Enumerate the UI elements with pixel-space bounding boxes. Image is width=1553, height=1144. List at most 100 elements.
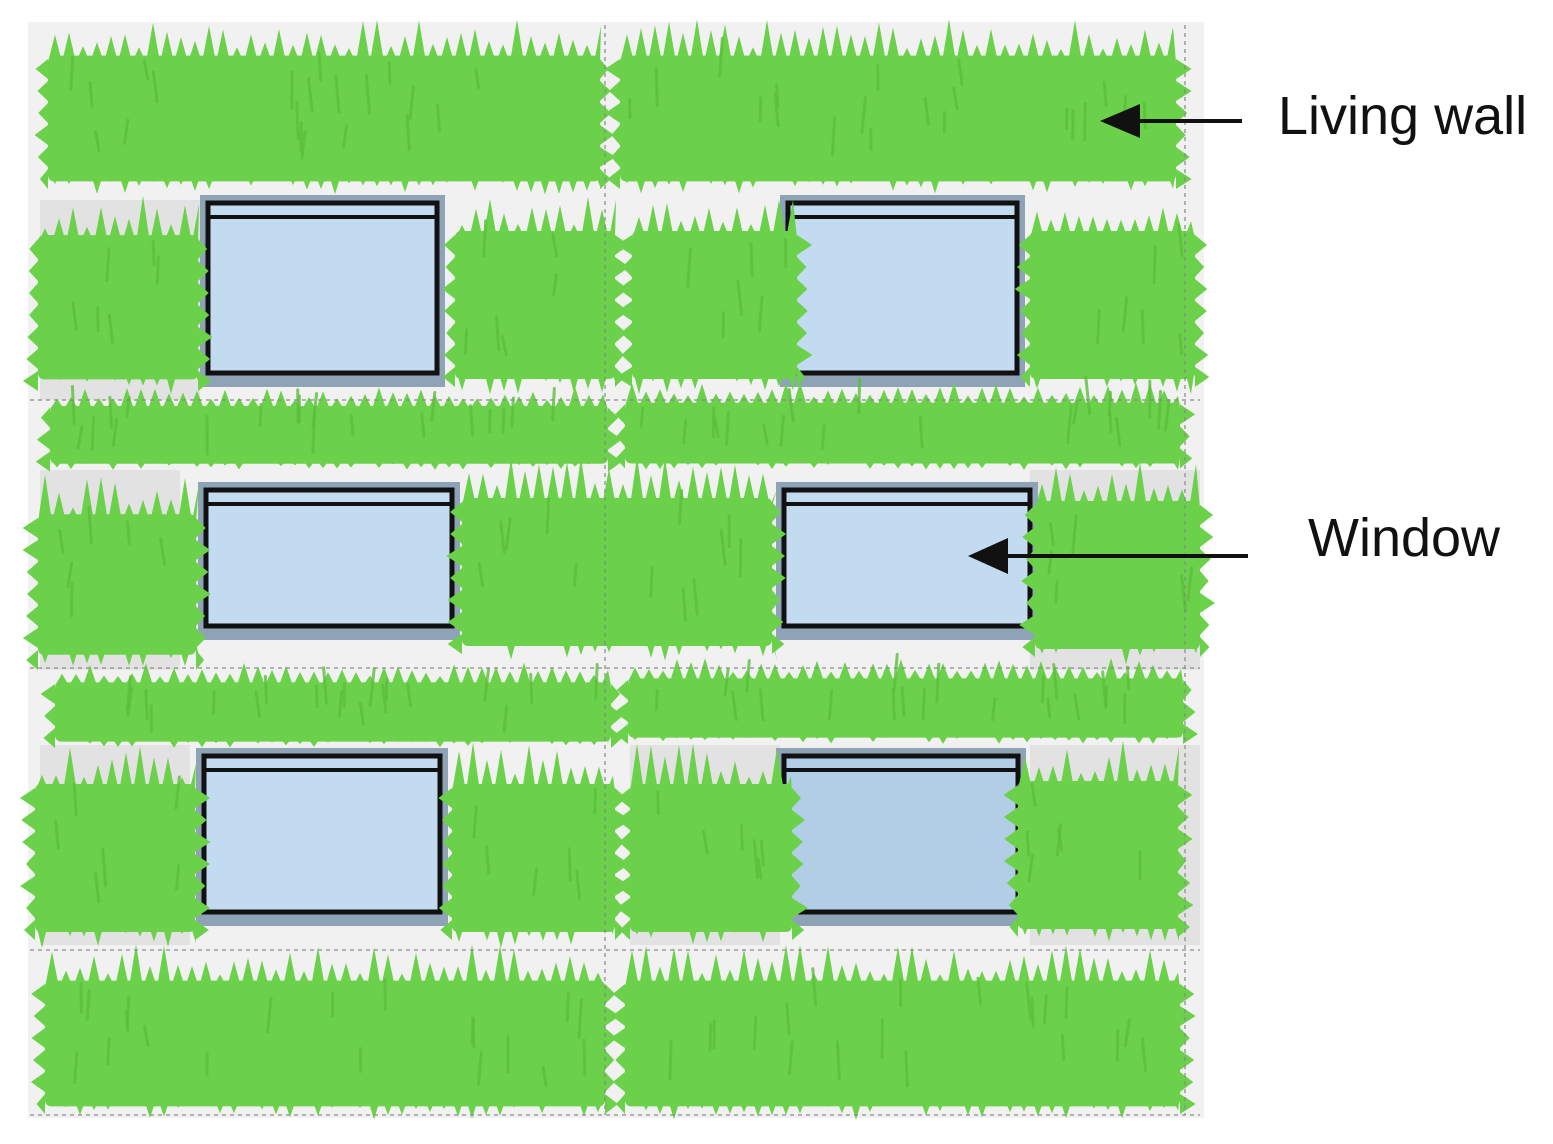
foliage-side xyxy=(617,301,632,321)
foliage-top xyxy=(630,743,792,792)
foliage-side xyxy=(620,323,632,343)
grass-blade xyxy=(485,845,491,875)
grass-blade xyxy=(1073,693,1081,721)
foliage-side xyxy=(1176,169,1192,189)
foliage-side xyxy=(797,257,807,277)
foliage-bottom xyxy=(462,634,777,661)
foliage-side xyxy=(1020,301,1030,321)
foliage-body xyxy=(628,678,1183,738)
foliage-top xyxy=(625,944,1180,988)
foliage-side xyxy=(198,349,211,369)
foliage-side xyxy=(24,920,35,940)
grass-blade xyxy=(317,51,323,82)
foliage-body xyxy=(55,682,611,742)
grass-blade xyxy=(155,255,160,285)
grass-blade xyxy=(349,413,355,436)
grass-blade xyxy=(686,247,692,288)
grass-blade xyxy=(681,587,688,622)
window xyxy=(196,748,448,926)
window xyxy=(200,195,445,387)
grass-blade xyxy=(125,675,133,711)
foliage-side xyxy=(438,788,452,808)
living-wall-foliage xyxy=(20,19,1216,1120)
foliage-side xyxy=(1018,235,1030,255)
grass-blade xyxy=(504,516,512,551)
foliage-side xyxy=(26,898,35,918)
foliage-side xyxy=(36,1094,45,1114)
foliage-block xyxy=(616,743,808,945)
foliage-top xyxy=(620,19,1176,63)
grass-blade xyxy=(957,58,964,86)
grass-blade xyxy=(69,582,74,618)
grass-blade xyxy=(572,562,578,588)
foliage-top xyxy=(455,196,616,239)
foliage-side xyxy=(26,854,35,874)
grass-blade xyxy=(1163,398,1171,432)
grass-blade xyxy=(1042,994,1048,1025)
foliage-bottom xyxy=(48,171,601,195)
grass-blade xyxy=(85,989,91,1021)
grass-blade xyxy=(1140,309,1145,344)
foliage-top xyxy=(35,746,196,792)
foliage-block xyxy=(616,199,813,394)
foliage-side xyxy=(195,788,211,808)
foliage-side xyxy=(198,283,209,303)
foliage-side xyxy=(1200,615,1210,635)
foliage-side xyxy=(792,788,801,808)
foliage-side xyxy=(797,345,813,365)
foliage-top xyxy=(632,199,797,239)
foliage-side xyxy=(772,612,784,632)
foliage-side xyxy=(792,898,808,918)
foliage-side xyxy=(604,59,620,79)
foliage-side xyxy=(1009,917,1018,937)
foliage-side xyxy=(1008,895,1018,915)
grass-blade xyxy=(483,667,491,702)
foliage-side xyxy=(610,1028,625,1048)
foliage-side xyxy=(616,876,630,896)
foliage-side xyxy=(1180,1006,1196,1026)
foliage-body xyxy=(1035,501,1200,649)
foliage-side xyxy=(196,584,211,604)
foliage-side xyxy=(196,650,205,670)
grass-blade xyxy=(1072,400,1079,425)
grass-blade xyxy=(58,528,65,554)
foliage-side xyxy=(31,1028,45,1048)
grass-blade xyxy=(1186,566,1194,602)
foliage-block xyxy=(438,742,631,948)
foliage-side xyxy=(1200,637,1210,657)
grass-blade xyxy=(827,689,834,721)
grass-blade xyxy=(54,820,60,850)
foliage-side xyxy=(25,606,38,626)
grass-blade xyxy=(142,1025,150,1047)
foliage-side xyxy=(195,920,209,940)
grass-blade xyxy=(1066,404,1073,445)
window xyxy=(780,195,1025,387)
grass-blade xyxy=(311,392,319,429)
grass-blade xyxy=(314,684,319,709)
grass-blade xyxy=(254,690,261,719)
foliage-side xyxy=(198,327,213,347)
foliage-side xyxy=(442,854,452,874)
foliage-side xyxy=(20,876,35,896)
foliage-bottom xyxy=(50,459,608,470)
foliage-block xyxy=(1014,207,1210,395)
foliage-body xyxy=(625,402,1180,464)
grass-blade xyxy=(174,864,181,891)
grass-blade xyxy=(1025,981,1033,1020)
grass-blade xyxy=(69,55,75,91)
grass-blade xyxy=(337,690,344,718)
grass-blade xyxy=(1055,823,1063,857)
foliage-side xyxy=(1176,125,1186,145)
grass-blade xyxy=(1108,410,1113,434)
foliage-side xyxy=(772,546,785,566)
grass-blade xyxy=(1178,332,1184,355)
foliage-side xyxy=(20,788,35,808)
grass-blade xyxy=(677,489,684,526)
foliage-bottom xyxy=(630,920,792,945)
foliage-side xyxy=(26,650,38,670)
grass-blade xyxy=(779,414,786,448)
foliage-side xyxy=(1003,785,1018,805)
grass-blade xyxy=(668,1039,673,1081)
grass-blade xyxy=(322,666,328,705)
